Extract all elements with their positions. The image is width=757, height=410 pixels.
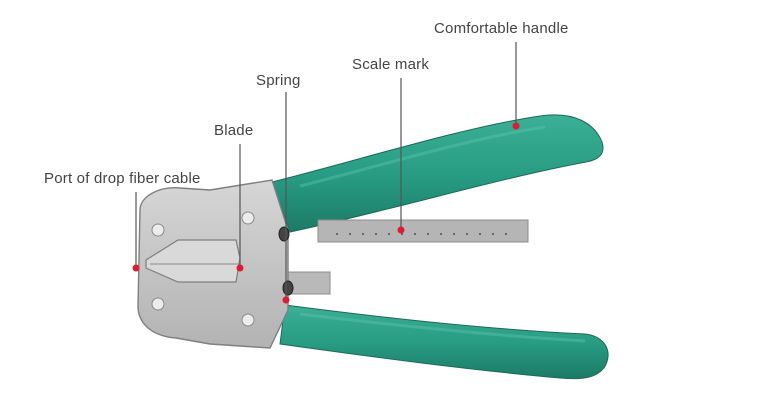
rivet-top-right (241, 211, 255, 225)
bottom-handle-highlight (299, 312, 586, 343)
bottom-handle (279, 304, 609, 380)
label-blade: Blade (214, 122, 254, 139)
scale-tick (349, 233, 351, 235)
scale-tick (492, 233, 494, 235)
marker-comfortable-handle (512, 122, 520, 130)
top-handle (271, 114, 604, 233)
label-port-of-drop-fiber-cable: Port of drop fiber cable (44, 170, 201, 187)
scale-tick (505, 233, 507, 235)
scale-tick (453, 233, 455, 235)
marker-scale-mark (397, 226, 405, 234)
scale-tick (479, 233, 481, 235)
spring-top (278, 226, 290, 242)
scale-tick (388, 233, 390, 235)
rivet-bottom-left (151, 297, 165, 311)
scale-tick (375, 233, 377, 235)
top-handle-highlight (299, 125, 546, 188)
scale-tick (440, 233, 442, 235)
scale-tick (336, 233, 338, 235)
scale-tick (466, 233, 468, 235)
label-comfortable-handle: Comfortable handle (434, 20, 569, 37)
spring-bottom (282, 280, 294, 296)
scale-tick (362, 233, 364, 235)
marker-spring (282, 296, 290, 304)
rivet-bottom-right (241, 313, 255, 327)
scale-tick (427, 233, 429, 235)
label-spring: Spring (256, 72, 301, 89)
label-scale-mark: Scale mark (352, 56, 430, 73)
scale-tick (401, 233, 403, 235)
rivet-top-left (151, 223, 165, 237)
marker-blade (236, 264, 244, 272)
scale-bar (317, 219, 529, 243)
scale-tick (414, 233, 416, 235)
marker-port (132, 264, 140, 272)
scale-ticks (336, 233, 507, 235)
